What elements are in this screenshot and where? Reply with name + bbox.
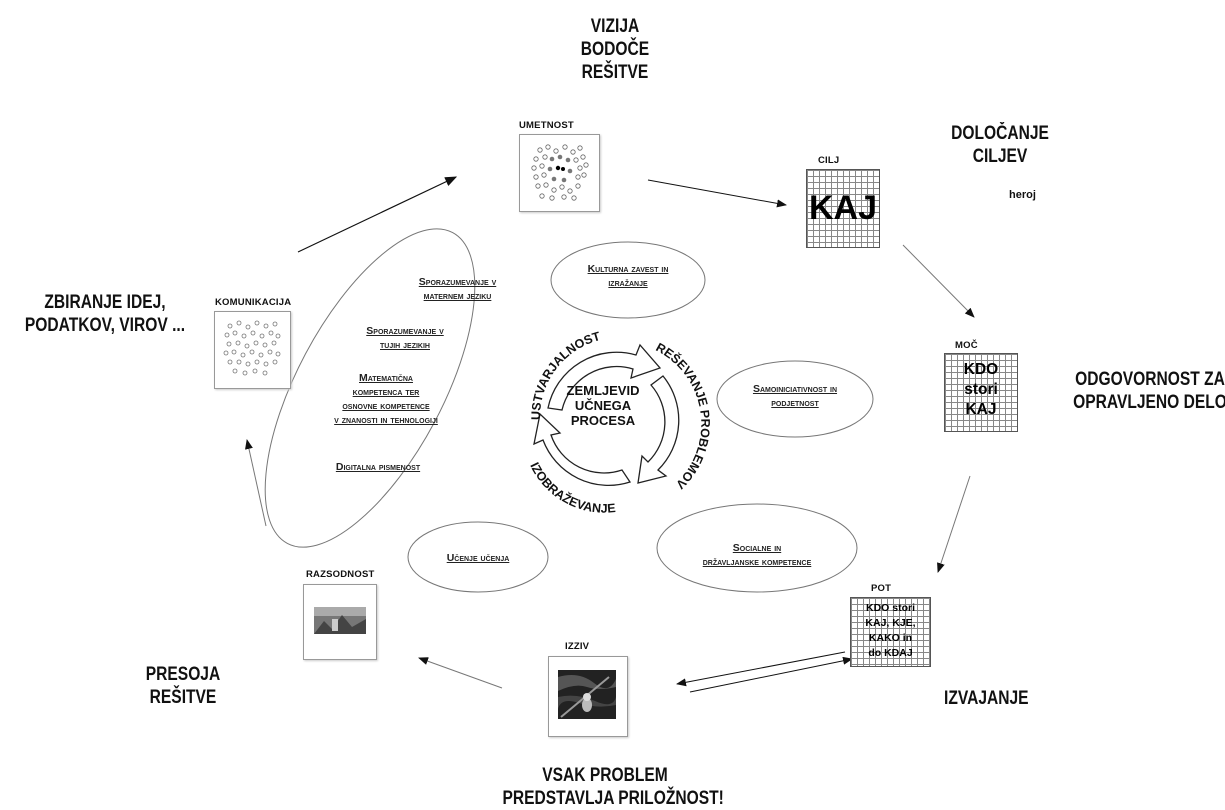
stage-presoja: PRESOJA REŠITVE	[145, 664, 221, 708]
stage-izvajanje: IZVAJANJE	[944, 688, 1029, 709]
umetnost-image	[519, 134, 600, 212]
arrow-izziv-to-razsodnost	[418, 657, 503, 689]
arrow-komunikacija-to-umetnost	[297, 176, 458, 253]
ellipse-kulturna	[550, 241, 706, 319]
label-izziv: IZZIV	[565, 641, 590, 652]
competence-materni: Sporazumevanje v maternem jeziku	[418, 276, 497, 302]
center-cycle-ring	[533, 343, 680, 487]
stage-dolocanje: DOLOČANJE CILJEV	[951, 123, 1049, 167]
razsodnost-image	[303, 584, 377, 660]
competence-digitalna: Digitalna pismenost	[335, 461, 421, 473]
arrow-moc-to-pot	[937, 475, 971, 573]
pot-text: KDO stori KAJ, KJE, KAKO in do KDAJ	[865, 602, 916, 659]
label-pot: POT	[871, 583, 892, 594]
label-moc: MOČ	[955, 340, 978, 351]
arrow-pot-to-izziv	[676, 651, 846, 687]
moc-grid: KDO stori KAJ	[944, 353, 1018, 432]
label-razsodnost: RAZSODNOST	[306, 569, 375, 580]
competence-ucenje: Učenje učenja	[446, 552, 510, 564]
ellipse-socialne	[656, 503, 858, 593]
ring-label-resevanje: REŠEVANJE PROBLEMOV	[654, 340, 713, 492]
ellipse-large-left	[264, 228, 476, 548]
arrow-umetnost-to-cilj	[647, 179, 787, 208]
moc-text: KDO stori KAJ	[963, 361, 999, 418]
komunikacija-image	[214, 311, 291, 389]
pot-grid: KDO stori KAJ, KJE, KAKO in do KDAJ	[850, 597, 931, 667]
label-cilj: CILJ	[818, 155, 840, 166]
arrow-izziv-to-pot	[689, 656, 853, 693]
label-komunikacija: KOMUNIKACIJA	[215, 297, 292, 308]
center-title: ZEMLJEVID UČNEGA PROCESA	[566, 383, 640, 428]
arrow-razsodnost-to-komunikacija	[245, 439, 267, 527]
stage-vsak-problem: VSAK PROBLEM PREDSTAVLJA PRILOŽNOST!	[502, 765, 724, 809]
stage-zbiranje: ZBIRANJE IDEJ, PODATKOV, VIROV ...	[24, 292, 186, 336]
label-umetnost: UMETNOST	[519, 120, 574, 131]
competence-socialne: Socialne in državljanske kompetence	[702, 542, 812, 568]
ellipse-samoiniciativnost	[716, 360, 874, 438]
competence-tuji: Sporazumevanje v tujih jezikih	[366, 325, 444, 351]
arrow-cilj-to-moc	[902, 244, 975, 318]
cilj-text: KAJ	[808, 189, 878, 227]
competence-samoiniciativnost: Samoiniciativnost in podjetnost	[752, 383, 838, 409]
stage-vizija: VIZIJA BODOČE REŠITVE	[580, 16, 650, 83]
competence-kulturna: Kulturna zavest in izražanje	[587, 263, 669, 289]
izziv-image	[548, 656, 628, 737]
competence-matematicna: Matematična kompetenca ter osnovne kompe…	[334, 372, 438, 426]
stage-odgovornost: ODGOVORNOST ZA OPRAVLJENO DELO	[1073, 369, 1225, 413]
cilj-grid: KAJ	[806, 169, 880, 248]
stage-heroj: heroj	[1009, 189, 1036, 201]
ellipse-ucenje	[407, 521, 549, 593]
